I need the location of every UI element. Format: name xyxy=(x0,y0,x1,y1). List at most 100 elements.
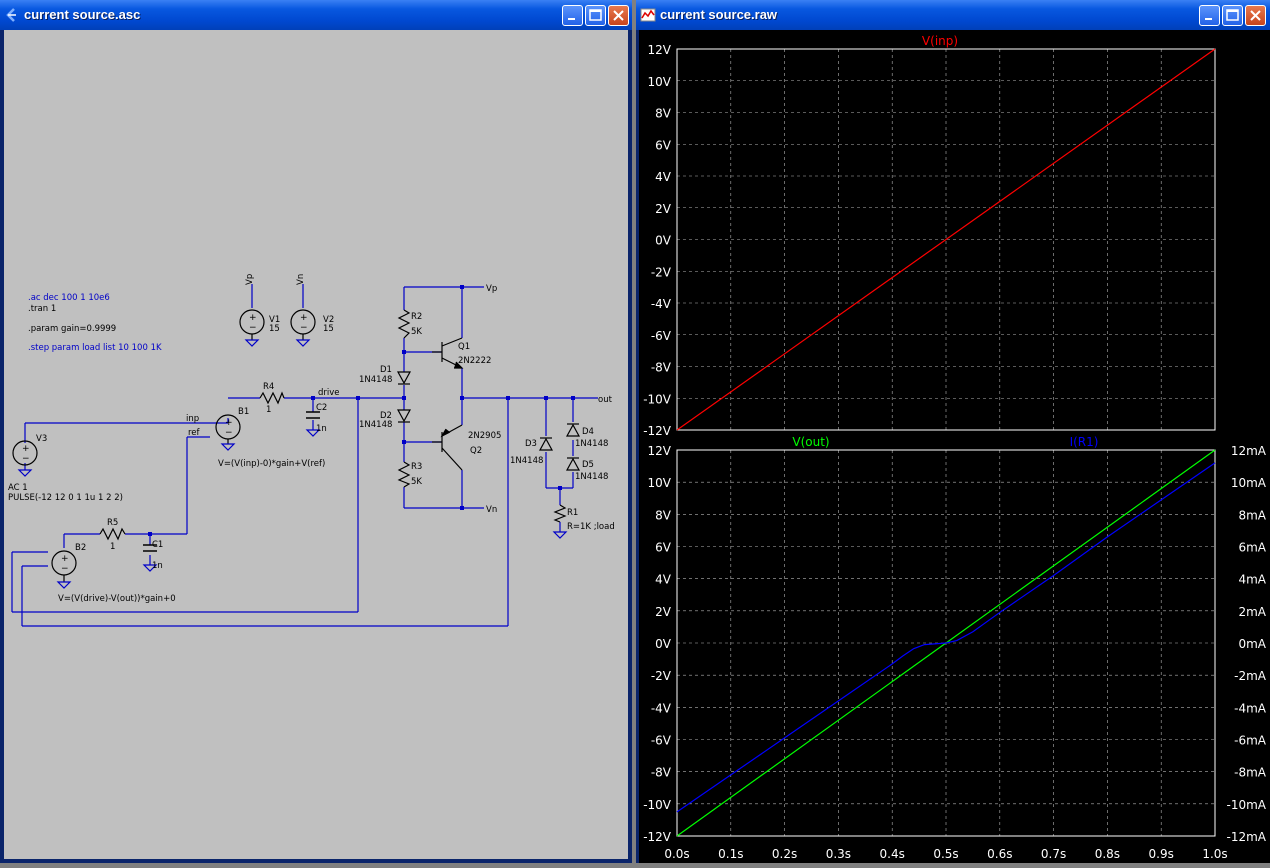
b1-name: B1 xyxy=(238,407,249,417)
close-button[interactable] xyxy=(608,5,629,26)
b1-expr: V=(V(inp)-0)*gain+V(ref) xyxy=(218,459,325,469)
v2-value: 15 xyxy=(323,324,334,334)
r4-name: R4 xyxy=(263,382,274,392)
schematic-titlebar[interactable]: current source.asc xyxy=(0,0,632,30)
svg-text:−: − xyxy=(22,454,30,464)
x-tick-label: 0.9s xyxy=(1149,847,1174,861)
v1-value: 15 xyxy=(269,324,280,334)
y-tick-label: 8V xyxy=(655,107,672,121)
y2-tick-label: 8mA xyxy=(1238,508,1266,522)
y2-tick-label: -2mA xyxy=(1234,669,1267,683)
y-tick-label: 6V xyxy=(655,541,672,555)
net-out: out xyxy=(598,395,613,405)
svg-text:−: − xyxy=(61,564,69,574)
net-vn: Vn xyxy=(486,505,497,515)
plot-canvas[interactable]: 12V10V8V6V4V2V0V-2V-4V-6V-8V-10V-12VV(in… xyxy=(639,30,1270,863)
transistors xyxy=(432,337,464,471)
close-button[interactable] xyxy=(1245,5,1266,26)
b2-expr: V=(V(drive)-V(out))*gain+0 xyxy=(58,594,176,604)
y-tick-label: 6V xyxy=(655,138,672,152)
d2-value: 1N4148 xyxy=(359,420,392,430)
c2-value: 1n xyxy=(316,424,327,434)
v3-pulse: PULSE(-12 12 0 1 1u 1 2 2) xyxy=(8,493,123,503)
source-signs: +− +− +− +− +− xyxy=(22,313,308,574)
minimize-button[interactable] xyxy=(562,5,583,26)
series-line xyxy=(676,48,1216,431)
x-tick-label: 0.4s xyxy=(880,847,905,861)
y2-tick-label: 4mA xyxy=(1238,573,1266,587)
close-icon xyxy=(1250,10,1261,21)
y-tick-label: -2V xyxy=(651,669,672,683)
svg-text:−: − xyxy=(225,428,233,438)
minimize-icon xyxy=(1205,18,1212,20)
r3-name: R3 xyxy=(411,462,422,472)
diodes xyxy=(396,371,581,471)
y-tick-label: -12V xyxy=(643,830,672,844)
x-tick-label: 0.8s xyxy=(1095,847,1120,861)
maximize-icon xyxy=(589,9,602,21)
c1-value: 1n xyxy=(152,561,163,571)
y2-tick-label: -10mA xyxy=(1227,798,1267,812)
wires xyxy=(11,284,598,627)
r2-name: R2 xyxy=(411,312,422,322)
x-tick-label: 1.0s xyxy=(1202,847,1227,861)
y-tick-label: -8V xyxy=(651,766,672,780)
waveform-titlebar[interactable]: current source.raw xyxy=(636,0,1270,30)
svg-text:+: + xyxy=(225,418,233,428)
schematic-window[interactable]: current source.asc xyxy=(0,0,632,863)
net-drive: drive xyxy=(318,388,340,398)
window-title: current source.raw xyxy=(660,7,778,22)
svg-text:+: + xyxy=(249,313,257,323)
maximize-button[interactable] xyxy=(1222,5,1243,26)
d5-value: 1N4148 xyxy=(575,472,608,482)
y-tick-label: -2V xyxy=(651,265,672,279)
maximize-icon xyxy=(1226,9,1239,21)
y2-tick-label: 0mA xyxy=(1238,637,1266,651)
bottom-pane[interactable]: 12V10V8V6V4V2V0V-2V-4V-6V-8V-10V-12V12mA… xyxy=(643,435,1267,861)
v3-ac: AC 1 xyxy=(8,483,28,493)
y2-tick-label: 10mA xyxy=(1231,476,1267,490)
d5-name: D5 xyxy=(582,460,594,470)
series-legend-label: V(inp) xyxy=(922,34,958,48)
v3-name: V3 xyxy=(36,434,47,444)
net-vn-top: Vn xyxy=(296,274,306,285)
net-inp: inp xyxy=(186,414,199,424)
y-tick-label: 12V xyxy=(648,43,672,57)
y-tick-label: 0V xyxy=(655,234,672,248)
x-tick-label: 0.7s xyxy=(1041,847,1066,861)
directive-param: .param gain=0.9999 xyxy=(28,324,116,334)
x-tick-label: 0.2s xyxy=(772,847,797,861)
y-tick-label: -4V xyxy=(651,701,672,715)
b2-name: B2 xyxy=(75,543,86,553)
series-legend-label: I(R1) xyxy=(1070,435,1099,449)
directive-ac: .ac dec 100 1 10e6 xyxy=(28,293,110,303)
svg-text:−: − xyxy=(300,323,308,333)
y-tick-label: 2V xyxy=(655,605,672,619)
net-vp-top: Vp xyxy=(245,274,255,285)
svg-text:+: + xyxy=(300,313,308,323)
v2-name: V2 xyxy=(323,315,334,325)
d1-name: D1 xyxy=(380,365,392,375)
y-tick-label: -8V xyxy=(651,361,672,375)
schematic-drawing: +− +− +− +− +− xyxy=(8,274,615,627)
schematic-canvas[interactable]: +− +− +− +− +− xyxy=(4,30,628,859)
y-tick-label: 12V xyxy=(648,444,672,458)
y2-tick-label: -6mA xyxy=(1234,734,1267,748)
d2-name: D2 xyxy=(380,411,392,421)
top-pane[interactable]: 12V10V8V6V4V2V0V-2V-4V-6V-8V-10V-12VV(in… xyxy=(643,34,1216,438)
x-tick-label: 0.0s xyxy=(664,847,689,861)
y2-tick-label: 6mA xyxy=(1238,541,1266,555)
y2-tick-label: 2mA xyxy=(1238,605,1266,619)
y-tick-label: -10V xyxy=(643,392,672,406)
y-tick-label: 0V xyxy=(655,637,672,651)
minimize-button[interactable] xyxy=(1199,5,1220,26)
y-tick-label: -4V xyxy=(651,297,672,311)
y-tick-label: -10V xyxy=(643,798,672,812)
v1-name: V1 xyxy=(269,315,280,325)
plot-background xyxy=(639,30,1270,863)
waveform-icon xyxy=(640,8,656,22)
q1-name: Q1 xyxy=(458,342,470,352)
maximize-button[interactable] xyxy=(585,5,606,26)
